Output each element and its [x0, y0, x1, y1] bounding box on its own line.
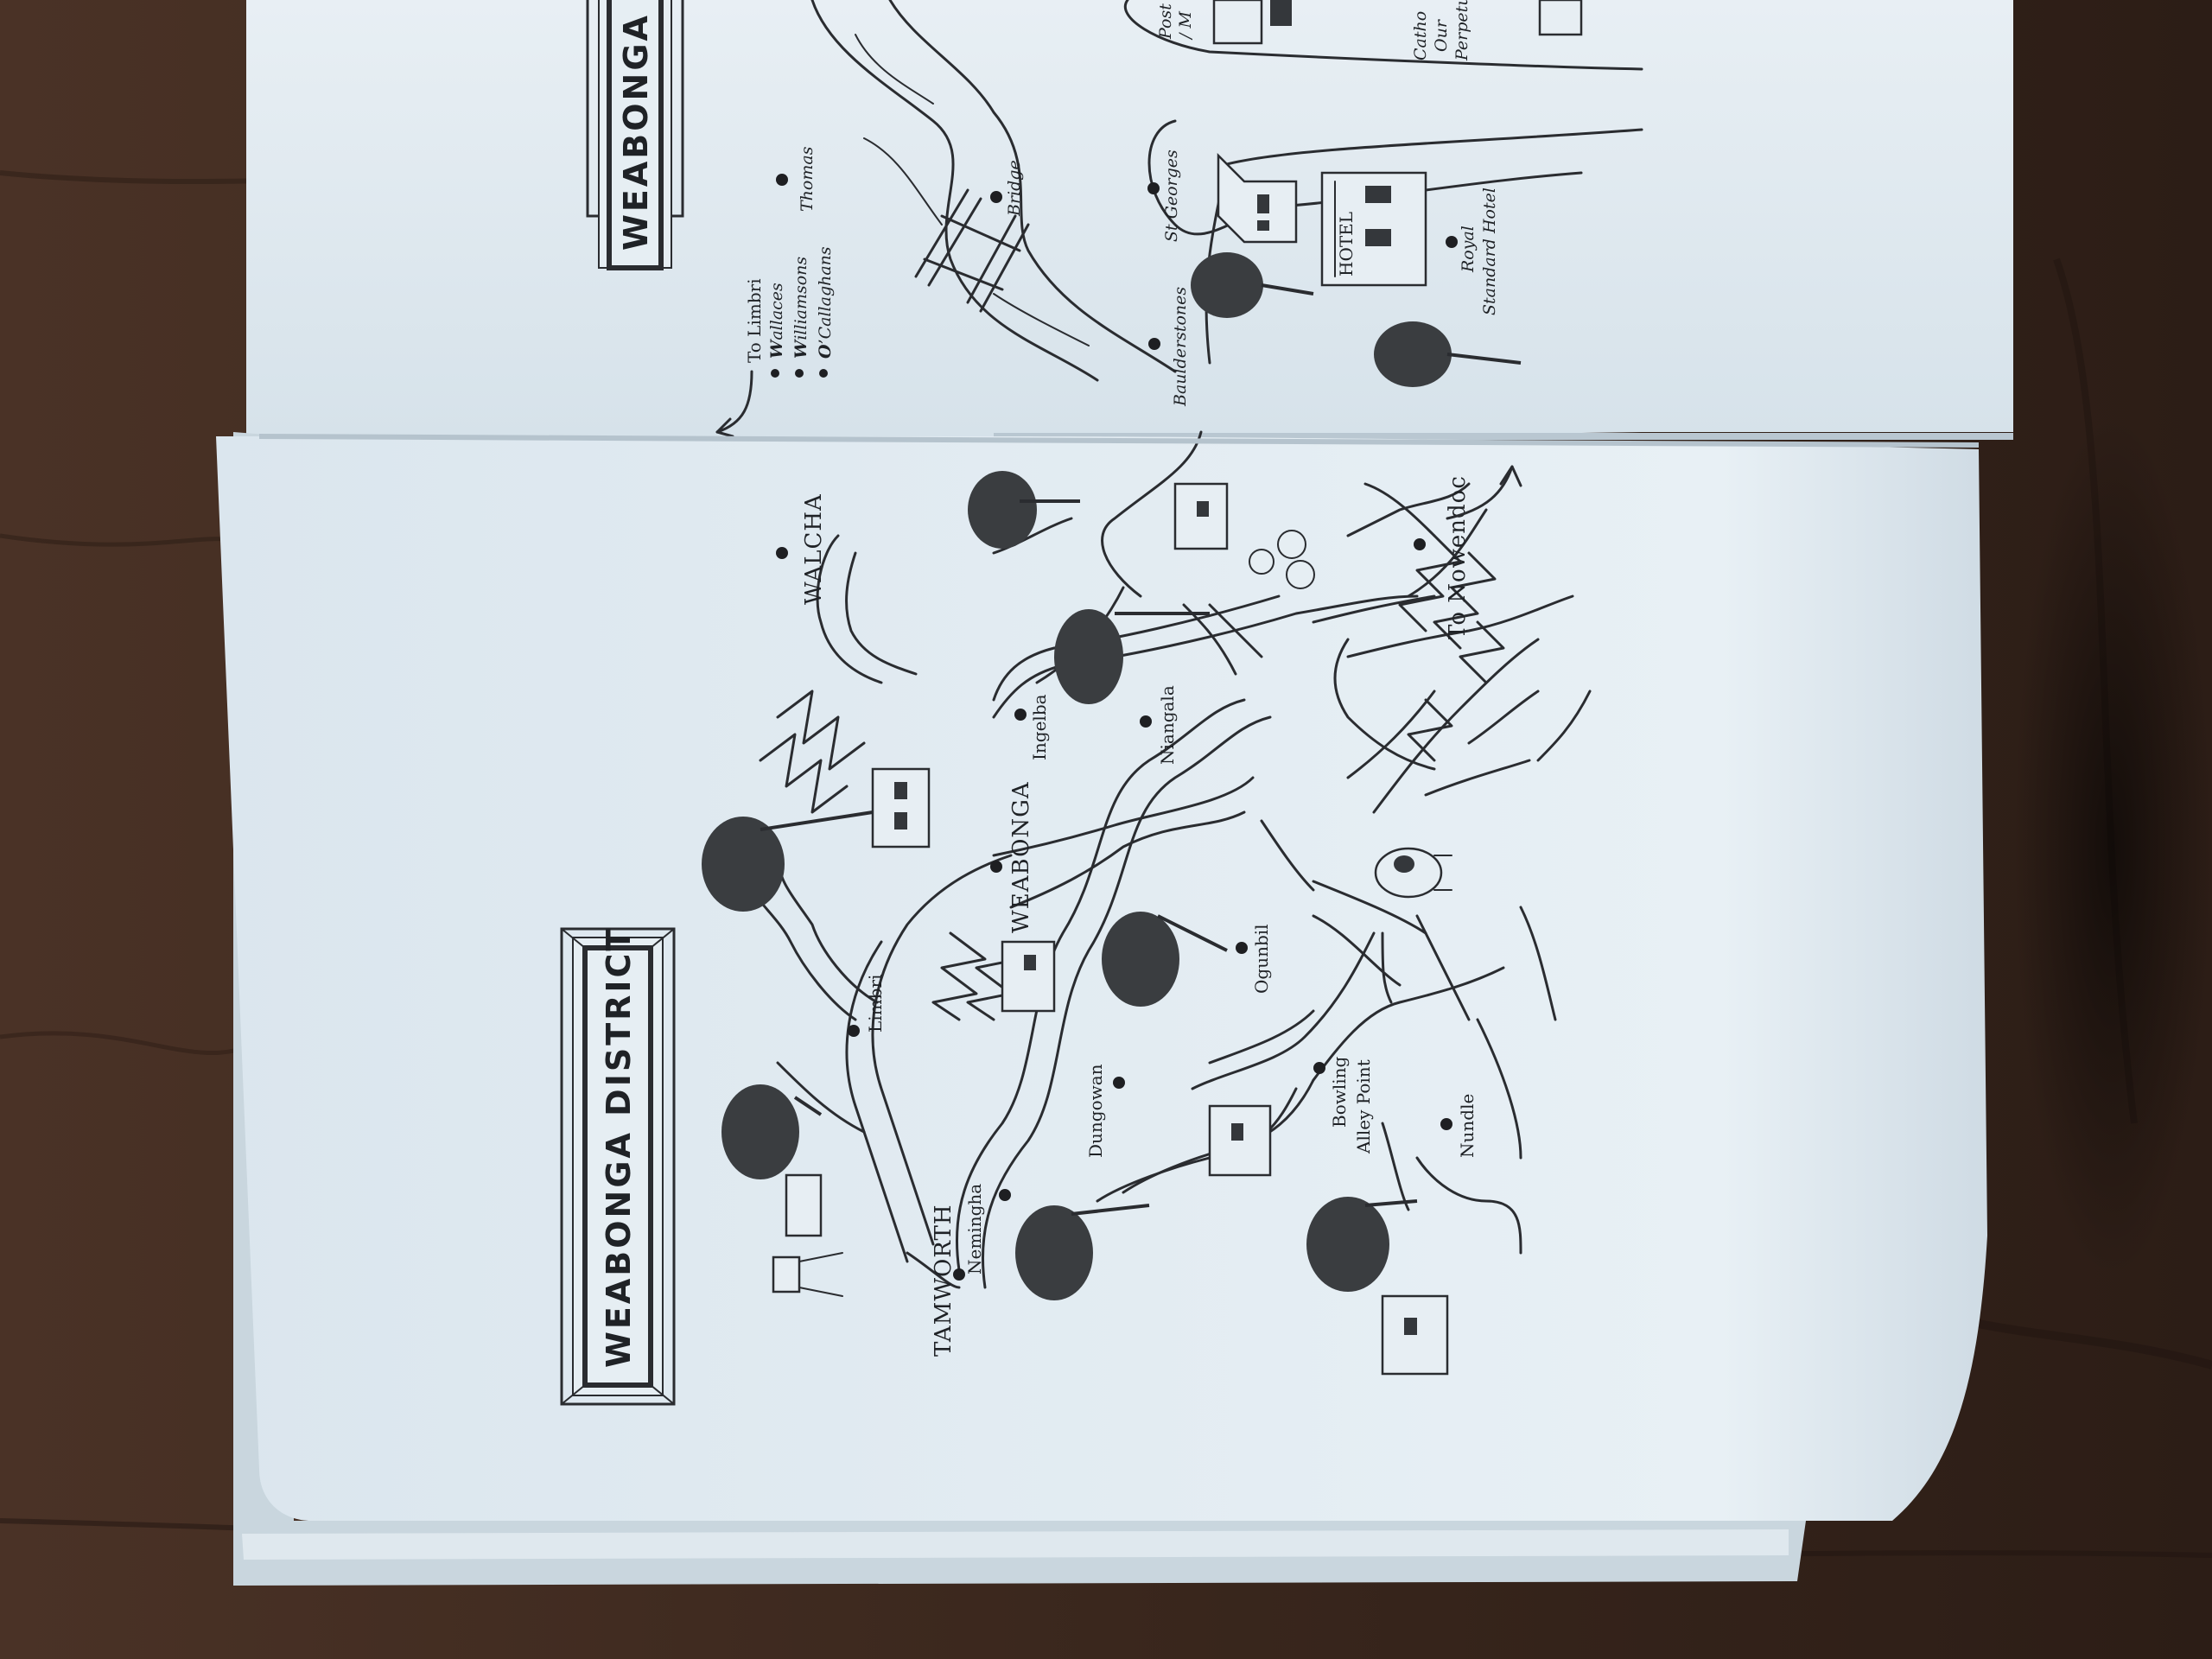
- district-page: [216, 436, 1987, 1521]
- legend-wallaces: Wallaces: [767, 283, 786, 359]
- district-title-banner: WEABONGA DISTRICT: [560, 926, 676, 1406]
- walcha-label: WALCHA: [801, 493, 827, 605]
- church-building: [1538, 0, 1583, 36]
- to-nowendoc-arrow: [1446, 465, 1522, 520]
- nundle-dot: [1440, 1118, 1452, 1130]
- baulderstones-label: Baulderstones: [1171, 287, 1190, 407]
- bridge-label: Bridge: [1005, 160, 1024, 217]
- ingelba-dot: [1014, 709, 1027, 721]
- nowendoc-dot: [1414, 538, 1426, 550]
- water-tower-icon: [772, 1252, 843, 1297]
- family-legend: Wallaces Williamsons O’Callaghans: [767, 246, 835, 378]
- catholic-label: Catho: [1411, 11, 1430, 60]
- sheep-icon: [1249, 530, 1315, 589]
- baulderstones-dot: [1148, 338, 1160, 350]
- weabonga-label: WEABONGA: [1008, 781, 1034, 933]
- cow-icon: [1374, 847, 1452, 899]
- post-cont-label: / M: [1176, 11, 1195, 41]
- ingelba-label: Ingelba: [1029, 694, 1050, 760]
- niangala-label: Niangala: [1157, 685, 1178, 765]
- village-page: [246, 0, 2013, 441]
- page-edges: [233, 432, 1806, 1586]
- to-limbri-direction: To Limbri: [715, 278, 765, 438]
- hotel-sign: HOTEL: [1336, 212, 1357, 276]
- walcha-dot: [776, 547, 788, 559]
- bridge-dot: [990, 191, 1002, 203]
- district-map: WEABONGA DISTRICT: [560, 430, 1592, 1406]
- dungowan-label: Dungowan: [1085, 1064, 1106, 1158]
- ogunbil-dot: [1236, 942, 1248, 954]
- legend-williamsons: Williamsons: [791, 257, 810, 359]
- tree-icon: [1191, 252, 1314, 318]
- royal-standard-hotel-building: HOTEL: [1320, 171, 1427, 287]
- post-office-building: [1212, 0, 1292, 45]
- standard-hotel-label: Standard Hotel: [1480, 188, 1499, 315]
- village-title: WEABONGA VILLAG: [617, 0, 655, 251]
- st-georges-label: St Georges: [1162, 149, 1181, 242]
- gutter-line: [258, 434, 1980, 448]
- tamworth-label: TAMWORTH: [931, 1205, 957, 1357]
- weabonga-dot: [990, 861, 1002, 873]
- tamworth-dot: [953, 1268, 965, 1281]
- our-label: Our: [1432, 18, 1451, 52]
- post-label: Post: [1156, 3, 1175, 40]
- thomas-label: Thomas: [798, 146, 817, 212]
- limbri-label: Limbri: [865, 975, 886, 1033]
- alley-point-label: Alley Point: [1353, 1059, 1374, 1154]
- nundle-label: Nundle: [1457, 1094, 1478, 1158]
- legend-ocallaghans: O’Callaghans: [816, 246, 835, 359]
- st-georges-church: [1217, 152, 1298, 244]
- limbri-dot: [848, 1025, 860, 1037]
- royal-standard-hotel-dot: [1446, 236, 1458, 248]
- nemingha-dot: [999, 1189, 1011, 1201]
- district-title: WEABONGA DISTRICT: [600, 926, 638, 1368]
- royal-label: Royal: [1459, 226, 1478, 273]
- village-map: WEABONGA VILLAG Bridge Thomas To Limbri: [586, 0, 1643, 438]
- to-limbri-label: To Limbri: [744, 278, 765, 363]
- nemingha-label: Nemingha: [964, 1184, 985, 1274]
- village-title-banner: WEABONGA VILLAG: [586, 0, 684, 270]
- dungowan-dot: [1113, 1077, 1125, 1089]
- ogunbil-label: Ogunbil: [1251, 924, 1272, 994]
- bridge: [914, 188, 1030, 313]
- to-nowendoc-label: To Nowendoc: [1445, 475, 1471, 639]
- bowling-label: Bowling: [1329, 1056, 1350, 1128]
- bowling-dot: [1313, 1062, 1325, 1074]
- niangala-dot: [1140, 715, 1152, 728]
- tree-icon: [1374, 321, 1522, 387]
- building-icon: [785, 482, 1449, 1376]
- st-georges-dot: [1147, 182, 1160, 194]
- perpetual-label: Perpetu: [1452, 0, 1471, 61]
- thomas-dot: [776, 174, 788, 186]
- tree-icon: [702, 471, 1418, 1300]
